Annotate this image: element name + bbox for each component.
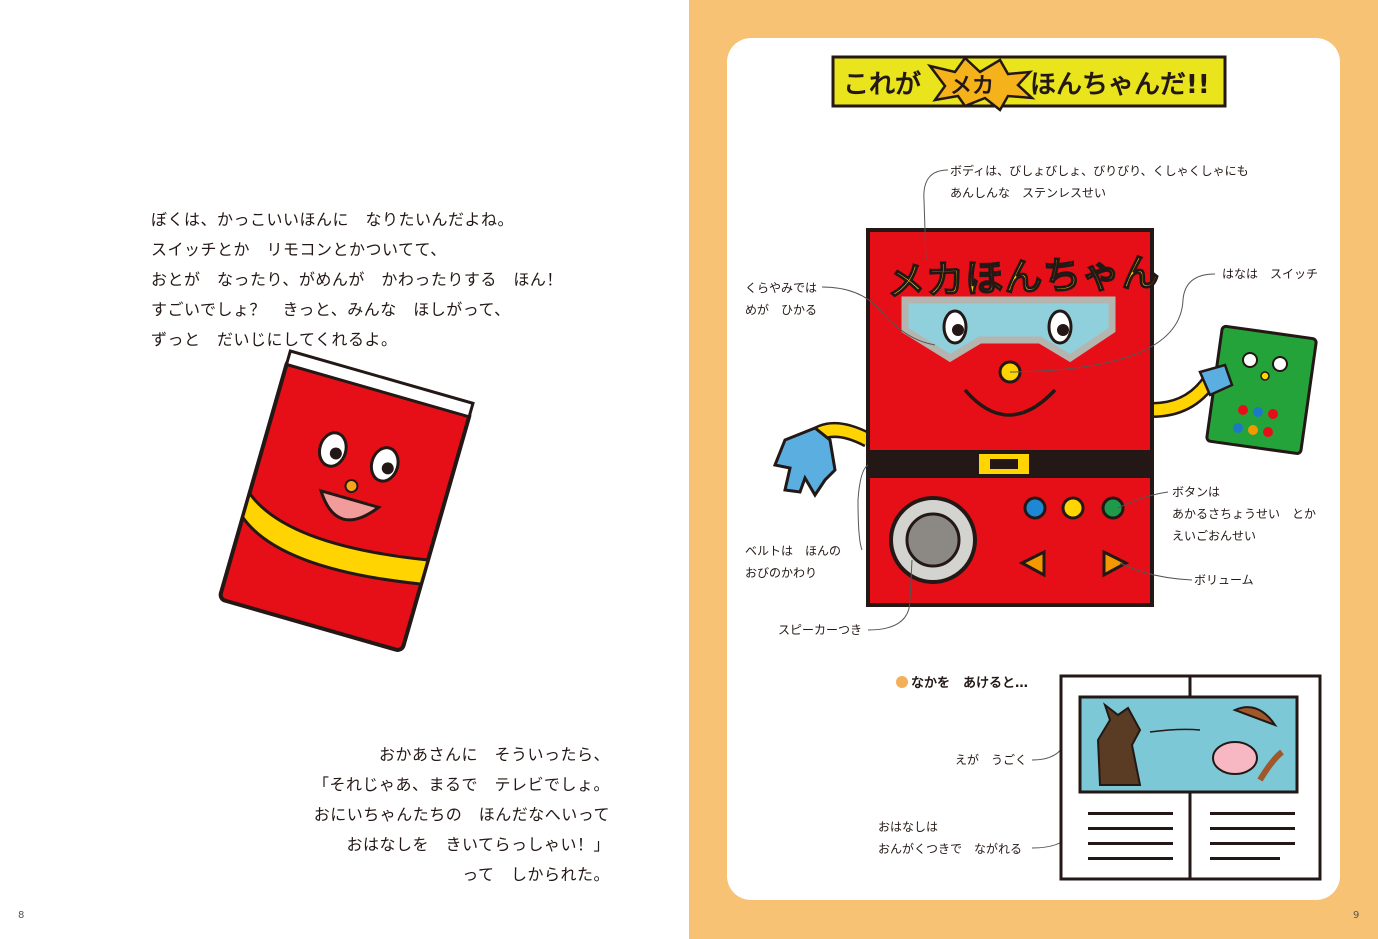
note-speaker: スピーカーつき (778, 619, 862, 641)
page-number-right: 9 (1353, 910, 1360, 921)
note-story: おはなしはおんがくつきで ながれる (878, 816, 1022, 860)
note-line: おはなしは (878, 820, 939, 834)
story-line: おにいちゃんたちの ほんだなへいって (313, 805, 610, 824)
story-text-bottom: おかあさんに そういったら、「それじゃあ、まるで テレビでしょ。おにいちゃんたち… (313, 740, 610, 890)
note-line: ボディは、びしょびしょ、びりびり、くしゃくしゃにも (950, 164, 1249, 178)
story-line: 「それじゃあ、まるで テレビでしょ。 (312, 775, 610, 794)
open-book-illustration (1059, 674, 1322, 881)
story-line: スイッチとか リモコンとかついてて、 (151, 240, 447, 259)
robot-title: メカほんちゃん (886, 249, 1162, 304)
starburst-shape (926, 56, 1036, 112)
note-line: ボリューム (1194, 573, 1254, 587)
story-line: ぼくは、かっこいいほんに なりたいんだよね。 (151, 210, 515, 229)
note-line: あんしんな ステンレスせい (950, 186, 1107, 200)
book-character-illustration (218, 349, 475, 652)
story-line: すごいでしょ？ きっと、みんな ほしがって、 (151, 300, 511, 319)
note-line: おんがくつきで ながれる (878, 842, 1023, 856)
note-line: はなは スイッチ (1222, 267, 1319, 281)
note-belt: ベルトは ほんのおびのかわり (745, 540, 841, 584)
note-nose: はなは スイッチ (1222, 263, 1318, 285)
note-line: めが ひかる (745, 303, 818, 317)
story-text-top: ぼくは、かっこいいほんに なりたいんだよね。スイッチとか リモコンとかついてて、… (151, 205, 563, 355)
story-line: ずっと だいじにしてくれるよ。 (151, 330, 398, 349)
story-line: って しかられた。 (462, 865, 610, 884)
mecha-hon-chan-illustration (772, 228, 1318, 607)
banner-text-after: ほんちゃんだ!! (1030, 70, 1210, 100)
note-line: くらやみでは (745, 281, 818, 295)
banner-burst-text: メカ (950, 74, 995, 99)
note-line: おびのかわり (745, 566, 818, 580)
note-line: あかるさちょうせい とか (1172, 507, 1317, 521)
note-eyes: くらやみではめが ひかる (745, 277, 817, 321)
note-picture: えが うごく (955, 749, 1027, 771)
title-banner (831, 55, 1227, 112)
note-line: ボタンは (1172, 485, 1221, 499)
story-line: おはなしを きいてらっしゃい！」 (346, 835, 610, 854)
story-line: おとが なったり、がめんが かわったりする ほん！ (151, 270, 563, 289)
note-line: えが うごく (955, 753, 1028, 767)
bullet-dot-icon (896, 675, 908, 688)
inside-heading: なかを あけると… (896, 672, 1028, 691)
note-line: スピーカーつき (778, 623, 863, 637)
banner-text-before: これが (843, 70, 922, 100)
note-line: えいごおんせい (1172, 529, 1257, 543)
note-volume: ボリューム (1194, 569, 1254, 591)
note-line: ベルトは ほんの (745, 544, 842, 558)
inside-heading-text: なかを あけると… (911, 676, 1029, 691)
note-body: ボディは、びしょびしょ、びりびり、くしゃくしゃにもあんしんな ステンレスせい (950, 160, 1249, 204)
note-buttons: ボタンはあかるさちょうせい とかえいごおんせい (1172, 481, 1316, 547)
story-line: おかあさんに そういったら、 (378, 745, 610, 764)
page-number-left: 8 (18, 910, 25, 921)
